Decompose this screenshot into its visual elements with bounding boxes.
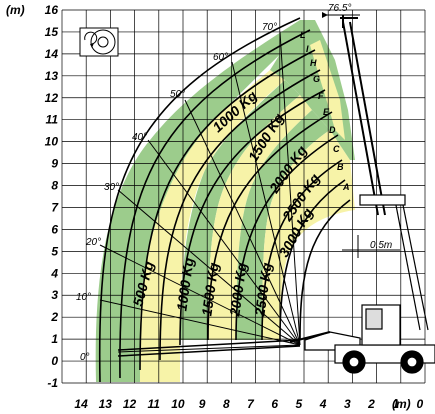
angle-label: 20° — [85, 237, 101, 248]
y-tick-label: 14 — [45, 47, 59, 61]
x-tick-label: 8 — [223, 397, 230, 411]
angle-label: 0° — [80, 352, 90, 363]
ray-50 — [184, 99, 301, 346]
y-tick-label: 10 — [45, 135, 59, 149]
angle-label: 60° — [213, 52, 228, 63]
rotating-wheel-icon — [79, 27, 119, 57]
arc-i — [119, 29, 311, 379]
x-tick-label: 0 — [417, 397, 424, 411]
segment-letter: C — [333, 144, 340, 154]
x-unit-label: (m) — [392, 397, 411, 411]
load-zone-label: 1000 Kg — [173, 256, 196, 312]
x-tick-label: 4 — [319, 397, 327, 411]
x-tick-label: 11 — [147, 397, 160, 411]
offset-dimension: 0.5m — [342, 235, 400, 258]
y-tick-label: 6 — [51, 222, 58, 236]
y-tick-label: 11 — [46, 113, 59, 127]
y-tick-label: 5 — [51, 244, 58, 258]
angle-label: 30° — [104, 182, 119, 193]
y-unit-label: (m) — [6, 3, 25, 17]
x-tick-label: 3 — [344, 397, 351, 411]
ray-20 — [99, 244, 301, 346]
segment-letter: D — [329, 125, 336, 135]
boom-arm — [340, 15, 386, 216]
segment-letter: L — [300, 30, 306, 40]
zone-1500kg — [180, 80, 300, 340]
load-zone-label: 2500 Kg — [251, 261, 275, 318]
ray-0 — [117, 344, 301, 353]
y-tick-label: 1 — [51, 332, 58, 346]
x-tick-label: 9 — [199, 397, 206, 411]
x-tick-label: 2 — [367, 397, 375, 411]
load-zone-label: 2000 Kg — [226, 261, 250, 318]
zone-top-yellow — [310, 40, 345, 140]
segment-letter: A — [342, 182, 350, 192]
y-tick-label: 12 — [45, 91, 59, 105]
x-tick-label: 14 — [74, 397, 88, 411]
segment-letter: E — [323, 107, 330, 117]
y-tick-label: 7 — [51, 200, 59, 214]
boom-arcs — [98, 17, 351, 383]
arc-l — [98, 17, 301, 383]
arc-g — [159, 69, 321, 361]
segment-letter: G — [313, 74, 320, 84]
segment-letter: I — [306, 44, 309, 54]
segment-letter: H — [310, 58, 317, 68]
x-tick-label: 13 — [99, 397, 113, 411]
angle-label: 70° — [262, 22, 277, 33]
max-angle-label: 76.5° — [328, 3, 351, 14]
y-tick-label: 2 — [50, 310, 58, 324]
zone-2000kg — [208, 95, 312, 340]
y-tick-label: 8 — [51, 179, 58, 193]
arc-d — [235, 134, 339, 341]
x-tick-label: 5 — [296, 397, 303, 411]
arc-c — [261, 159, 343, 341]
arc-f — [179, 89, 326, 346]
y-tick-label: 9 — [51, 157, 58, 171]
segment-letter: B — [337, 162, 344, 172]
telehandler-icon — [117, 194, 435, 374]
y-tick-label: 3 — [51, 288, 58, 302]
ray-40 — [147, 139, 301, 346]
y-tick-label: -1 — [47, 376, 58, 390]
x-tick-label: 12 — [123, 397, 137, 411]
ray-30 — [117, 189, 301, 346]
y-tick-label: 4 — [50, 266, 58, 280]
x-tick-label: 6 — [271, 397, 278, 411]
x-tick-label: 7 — [247, 397, 255, 411]
segment-letter: F — [318, 91, 324, 101]
zone-1000kg — [140, 70, 285, 382]
angle-label: 50° — [170, 89, 185, 100]
angle-label: 10° — [76, 292, 91, 303]
ray-60 — [231, 61, 301, 346]
angle-label: 40° — [132, 132, 147, 143]
y-tick-label: 16 — [45, 3, 59, 17]
ray-10 — [99, 299, 301, 346]
angle-rays — [99, 31, 301, 353]
x-tick-label: 10 — [171, 397, 185, 411]
zone-2500kg — [236, 110, 330, 340]
ray-70 — [279, 31, 301, 346]
arc-e — [207, 111, 333, 341]
y-tick-label: 13 — [45, 69, 59, 83]
y-tick-label: 0 — [51, 354, 58, 368]
zone-3000kg — [262, 130, 355, 340]
load-zone-label: 1500 Kg — [198, 261, 221, 317]
y-tick-label: 15 — [45, 25, 59, 39]
x-tick-label: 1 — [392, 397, 399, 411]
max-angle-marker: 76.5° — [322, 3, 360, 18]
arc-a — [299, 199, 351, 341]
offset-label: 0.5m — [370, 240, 392, 251]
